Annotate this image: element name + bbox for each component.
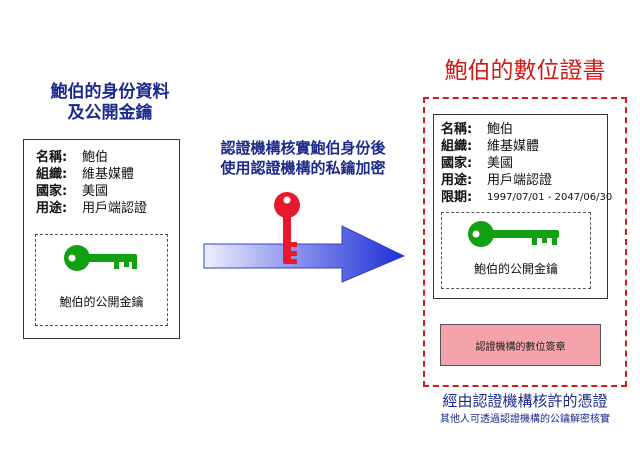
field-label: 用途: [441,173,473,188]
identity-title-line1: 鮑伯的身份資料 [50,82,170,102]
private-key-icon [274,192,300,264]
identity-title: 鮑伯的身份資料 及公開金鑰 [12,82,208,124]
field-label: 名稱: [36,150,68,165]
field-value: 維基媒體 [487,139,540,154]
public-key-caption: 鮑伯的公開金鑰 [59,295,144,309]
field-value: 用戶端認證 [487,173,553,188]
public-key-icon [64,245,137,271]
certificate-field-name: 名稱: 鮑伯 [441,121,612,138]
identity-title-line2: 及公開金鑰 [67,103,153,123]
certificate-field-validity: 限期: 1997/07/01 - 2047/06/30 [441,189,612,206]
field-value: 鮑伯 [487,122,514,137]
field-label: 用途: [36,201,68,216]
field-label: 國家: [36,184,68,199]
certificate-field-org: 組織: 維基媒體 [441,138,612,155]
identity-fields: 名稱: 鮑伯 組織: 維基媒體 國家: 美國 用途: 用戶端認證 [36,149,147,217]
field-label: 組織: [36,167,68,182]
identity-card: 名稱: 鮑伯 組織: 維基媒體 國家: 美國 用途: 用戶端認證 鮑伯的公開金鑰 [23,139,180,339]
field-label: 國家: [441,156,473,171]
field-label: 限期: [441,190,473,205]
certificate-fields: 名稱: 鮑伯 組織: 維基媒體 國家: 美國 用途: 用戶端認證 限期: 199… [441,121,612,206]
certificate-public-key-box: 鮑伯的公開金鑰 [441,212,591,289]
certificate-field-usage: 用途: 用戶端認證 [441,172,612,189]
certificate-public-key-icon [468,221,559,247]
field-value: 用戶端認證 [82,201,148,216]
certificate-frame: 名稱: 鮑伯 組織: 維基媒體 國家: 美國 用途: 用戶端認證 限期: 199… [423,97,627,387]
ca-process-text: 認證機構核實鮑伯身份後 使用認證機構的私鑰加密 [188,138,418,178]
field-value: 美國 [82,184,109,199]
identity-field-org: 組織: 維基媒體 [36,166,147,183]
ca-signature-label: 認證機構的數位簽章 [475,341,566,353]
field-value: 維基媒體 [82,167,135,182]
certificate-public-key-caption: 鮑伯的公開金鑰 [473,262,558,276]
certificate-subcaption: 其他人可透過認證機構的公鑰解密核實 [440,414,610,425]
identity-field-usage: 用途: 用戶端認證 [36,200,147,217]
ca-process-line2: 使用認證機構的私鑰加密 [220,159,386,177]
field-value: 美國 [487,156,514,171]
ca-signature-box: 認證機構的數位簽章 [440,324,601,366]
ca-process-line1: 認證機構核實鮑伯身份後 [220,139,386,157]
public-key-box: 鮑伯的公開金鑰 [35,234,168,326]
certificate-field-country: 國家: 美國 [441,155,612,172]
field-label: 組織: [441,139,473,154]
field-value: 1997/07/01 - 2047/06/30 [487,192,613,203]
identity-field-country: 國家: 美國 [36,183,147,200]
field-value: 鮑伯 [82,150,109,165]
field-label: 名稱: [441,122,473,137]
certificate-caption: 經由認證機構核許的憑證 [442,392,608,410]
process-arrow [203,225,406,283]
certificate-title: 鮑伯的數位證書 [444,58,606,84]
identity-field-name: 名稱: 鮑伯 [36,149,147,166]
certificate-card: 名稱: 鮑伯 組織: 維基媒體 國家: 美國 用途: 用戶端認證 限期: 199… [433,114,612,299]
